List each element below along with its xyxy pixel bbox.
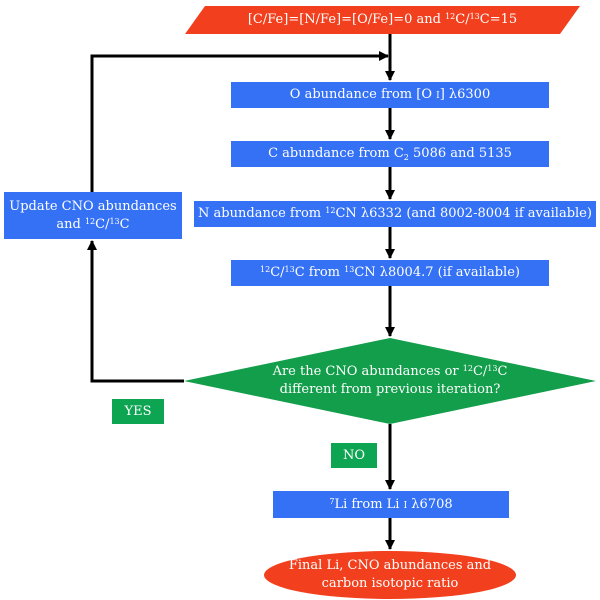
carbon-step-text: C abundance from C2 5086 and 5135 bbox=[268, 146, 512, 163]
start-parallelogram bbox=[185, 6, 580, 34]
start-text: [C/Fe]=[N/Fe]=[O/Fe]=0 and 12C/13C=15 bbox=[247, 12, 518, 28]
nitrogen-step-box bbox=[194, 201, 596, 227]
oxygen-step-text: O abundance from [O I] λ6300 bbox=[289, 87, 491, 103]
isotope-step-text: 12C/13C from 13CN λ8004.7 (if available) bbox=[260, 265, 520, 281]
yes-branch-label: YES bbox=[112, 399, 164, 424]
connector-update-loop-back bbox=[90, 51, 389, 192]
carbon-step-box bbox=[231, 141, 549, 167]
isotope-step-box bbox=[231, 260, 549, 286]
final-terminal-text: Final Li, CNO abundances and carbon isot… bbox=[288, 558, 492, 591]
update-step-box bbox=[4, 192, 182, 239]
oxygen-step-box bbox=[231, 82, 549, 108]
decision-diamond bbox=[184, 338, 596, 424]
no-branch-label: NO bbox=[331, 443, 377, 468]
connector-decision-to-update bbox=[87, 240, 184, 383]
lithium-step-box bbox=[273, 491, 509, 518]
nitrogen-step-text: N abundance from 12CN λ6332 (and 8002-80… bbox=[198, 206, 592, 222]
update-step-text: Update CNO abundances and 12C/13C bbox=[9, 198, 177, 232]
final-terminal-oval bbox=[264, 551, 516, 599]
lithium-step-text: 7Li from Li I λ6708 bbox=[329, 496, 453, 512]
decision-text: Are the CNO abundances or 12C/13C differ… bbox=[272, 364, 508, 397]
